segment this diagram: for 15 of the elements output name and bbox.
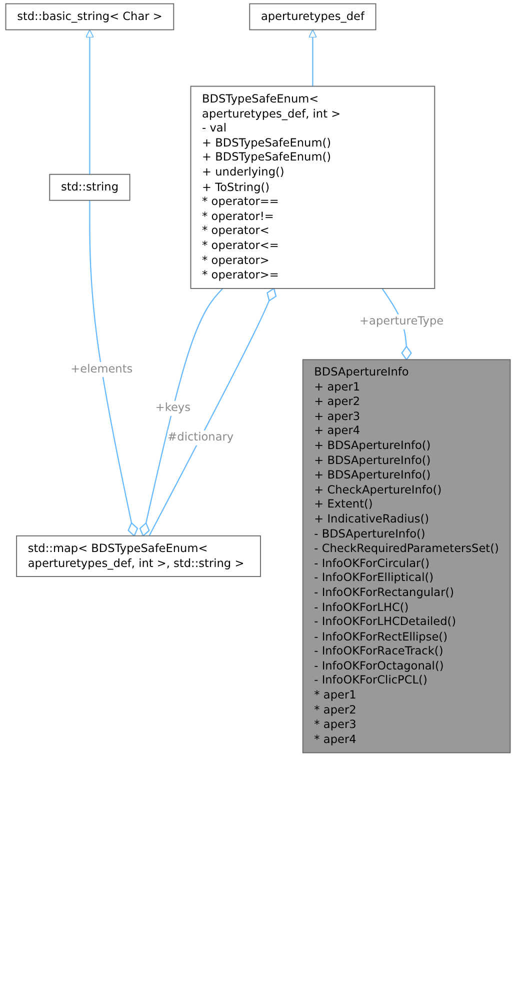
connector (139, 288, 224, 536)
node-box: BDSTypeSafeEnum< aperturetypes_def, int > - val + BDSTypeSafeEnum() + BDSTypeSafeEnum() + underlying() + ToString() * operator== * operator!= * operator< * operator<= * operator> * operator>= (190, 86, 436, 289)
node-box: std::basic_string< Char > (5, 3, 174, 30)
arrow (86, 29, 94, 174)
connector (89, 200, 138, 536)
edge-label: +apertureType (360, 314, 444, 328)
edge-label: +elements (70, 362, 133, 376)
node-box: BDSApertureInfo + aper1 + aper2 + aper3 + aper4 + BDSApertureInfo() + BDSApertureInfo() + BDSApertureInfo() + CheckApertureInfo() + Extent() + IndicativeRadius() - BDSApertureInfo() - CheckRequiredParametersSet() - InfoOKForCircular() - InfoOKForElliptical() - InfoOKForRectangular() - InfoOKForLHC() - InfoOKForLHCDetailed() - InfoOKForRectEllipse() - InfoOKForRaceTrack() - InfoOKForOctagonal() - InfoOKForClicPCL() * aper1 * aper2 * aper3 * aper4 (302, 359, 511, 754)
node-box: std::string (49, 174, 130, 201)
arrow (308, 29, 317, 86)
node-box: std::map< BDSTypeSafeEnum< aperturetypes_def, int >, std::string > (16, 535, 261, 578)
node-box: aperturetypes_def (249, 3, 376, 30)
edge-label: +keys (155, 400, 190, 414)
edge-label: #dictionary (168, 430, 234, 444)
connector (148, 288, 277, 536)
